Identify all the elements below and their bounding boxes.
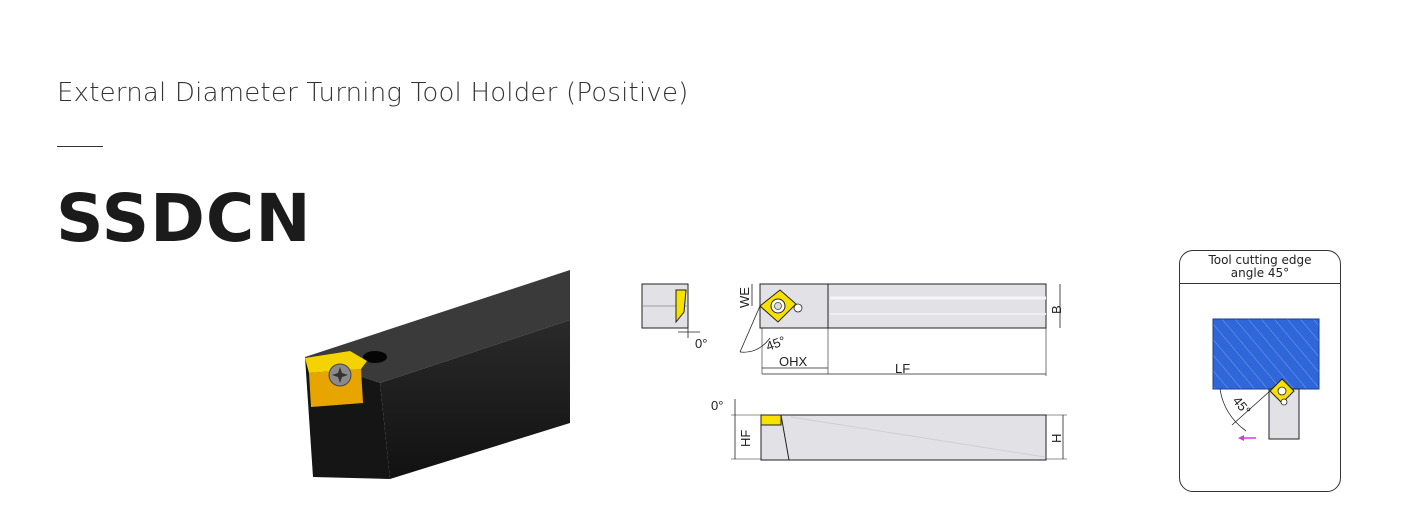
b-label: B [1049,305,1064,314]
side-view-angle-label: 0° [711,398,723,413]
side-view-insert [760,414,782,426]
end-view-insert [675,289,687,324]
insert-top [305,351,367,373]
cutting-edge-angle-card: Tool cutting edge angle 45° 45° [1179,250,1341,492]
lf-label: LF [895,361,910,376]
model-name: SSDCN [56,180,312,257]
angle-diagram: 45° [1212,318,1320,441]
we-label: WE [737,287,752,308]
side-view-shank [760,414,1047,461]
category-title: External Diameter Turning Tool Holder (P… [57,78,689,108]
title-divider [57,146,103,147]
h-label: H [1049,434,1064,443]
screw-hole [363,351,387,363]
workpiece [1212,318,1320,390]
top-view-angle-label: 45° [764,333,788,354]
caption-line-1: Tool cutting edge [1208,253,1312,267]
caption-line-2: angle 45° [1230,266,1290,280]
ohx-label: OHX [779,354,808,369]
top-view-shank [759,283,1047,329]
side-view-drawing: 0° HF H [711,398,1067,461]
top-view-drawing: WE B 45° OHX LF [737,283,1064,376]
tool-holder-render [305,270,570,479]
end-view-angle-label: 0° [695,336,707,351]
end-view-drawing: 0° [641,283,707,351]
hf-label: HF [738,430,753,447]
angle-card-angle-label: 45° [1230,393,1254,418]
shank-side-face [380,320,570,479]
angle-card-caption: Tool cutting edge angle 45° [1180,251,1340,284]
